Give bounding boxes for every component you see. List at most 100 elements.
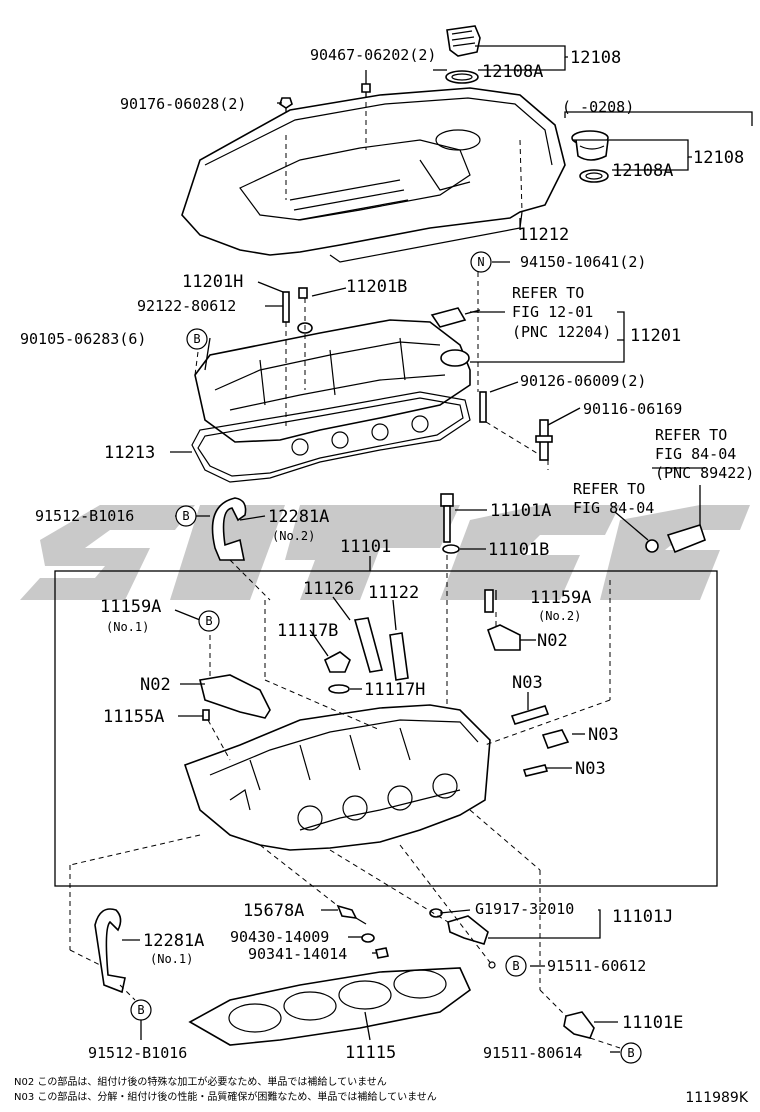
cylinder-head xyxy=(183,704,491,851)
svg-text:B: B xyxy=(627,1046,634,1060)
oil-pressure-sensor xyxy=(645,524,706,554)
diagram-id: 111989K xyxy=(685,1090,748,1106)
marker-b-90105: B xyxy=(186,328,208,350)
label-refer3-line1: REFER TO xyxy=(573,480,645,498)
marker-n-94150: N xyxy=(470,251,492,273)
dashed-guide-lines xyxy=(69,102,621,1049)
label-90430: 90430-14009 xyxy=(230,928,329,946)
oil-filler-cap-top xyxy=(446,25,481,57)
label-refer3-line2: FIG 84-04 xyxy=(573,499,654,517)
head-bolt-11101a xyxy=(440,493,454,543)
label-11155a: 11155A xyxy=(103,707,164,727)
label-12108-right: 12108 xyxy=(693,148,744,168)
cap-gasket-top xyxy=(445,70,479,84)
bolt-90126 xyxy=(479,391,487,423)
label-91512-top: 91512-B1016 xyxy=(35,507,134,525)
label-11101b: 11101B xyxy=(488,540,549,560)
label-refer2-line1: REFER TO xyxy=(655,426,727,444)
label-12281a-bottom: 12281A xyxy=(143,931,204,951)
label-g1917: G1917-32010 xyxy=(475,900,574,918)
washer-90430 xyxy=(361,933,375,943)
label-90341: 90341-14014 xyxy=(248,945,347,963)
label-n02-right: N02 xyxy=(537,631,568,651)
label-no1-a: (No.1) xyxy=(106,620,149,634)
bolt-91511-60612 xyxy=(488,961,496,969)
cylinder-head-gasket xyxy=(188,967,471,1046)
label-11101a: 11101A xyxy=(490,501,551,521)
label-91511-60612: 91511-60612 xyxy=(547,957,646,975)
engine-hanger-no2 xyxy=(211,497,247,561)
cylinder-head-cover xyxy=(194,319,471,443)
label-refer2-line3: (PNC 89422) xyxy=(655,464,754,482)
footnote-n02: N02 この部品は、組付け後の特殊な加工が必要なため、単品では補給していません xyxy=(14,1075,387,1088)
label-92122: 92122-80612 xyxy=(137,297,236,315)
label-no2-b: (No.2) xyxy=(538,609,581,623)
label-90176: 90176-06028(2) xyxy=(120,95,246,113)
label-11159a-right: 11159A xyxy=(530,588,591,608)
label-11213: 11213 xyxy=(104,443,155,463)
label-no2-a: (No.2) xyxy=(272,529,315,543)
label-90467: 90467-06202(2) xyxy=(310,46,436,64)
label-no1-b: (No.1) xyxy=(150,952,193,966)
label-90105: 90105-06283(6) xyxy=(20,330,146,348)
washer-11101b xyxy=(442,544,460,554)
svg-text:B: B xyxy=(205,614,212,628)
plug-11117b xyxy=(323,651,351,673)
label-94150: 94150-10641(2) xyxy=(520,253,646,271)
sensor-11101e xyxy=(563,1011,595,1039)
label-11122: 11122 xyxy=(368,583,419,603)
marker-b-91512-bottom: B xyxy=(130,999,152,1021)
label-90116: 90116-06169 xyxy=(583,400,682,418)
label-12108-top: 12108 xyxy=(570,48,621,68)
label-11117h: 11117H xyxy=(364,680,425,700)
label-11201h: 11201H xyxy=(182,272,243,292)
marker-b-91511-60612: B xyxy=(505,955,527,977)
oil-filler-cap-right xyxy=(571,130,609,161)
label-refer1-line3: (PNC 12204) xyxy=(512,323,611,341)
label-n03-c: N03 xyxy=(575,759,606,779)
engine-cover xyxy=(181,87,566,263)
label-n03-a: N03 xyxy=(512,673,543,693)
label-11201: 11201 xyxy=(630,326,681,346)
label-date-range: ( -0208) xyxy=(562,98,634,116)
sensor-15678a xyxy=(336,904,367,925)
label-91512-bottom: 91512-B1016 xyxy=(88,1044,187,1062)
camshaft-sensor-11101j xyxy=(447,915,489,945)
label-11201b: 11201B xyxy=(346,277,407,297)
dowel-pin-c xyxy=(522,764,549,777)
svg-text:B: B xyxy=(193,332,200,346)
label-15678a: 15678A xyxy=(243,901,304,921)
gasket-11117h xyxy=(328,684,350,694)
label-11115: 11115 xyxy=(345,1043,396,1063)
leader-lines xyxy=(122,45,753,1053)
dowel-pin-a xyxy=(510,705,550,725)
label-91511-80614: 91511-80614 xyxy=(483,1044,582,1062)
grommet-11201h xyxy=(298,287,308,299)
plug-90341 xyxy=(375,947,389,959)
label-refer2-line2: FIG 84-04 xyxy=(655,445,736,463)
label-11101j: 11101J xyxy=(612,907,673,927)
valve-guide-11122 xyxy=(389,632,409,681)
valve-guide-11126 xyxy=(353,617,384,673)
cap-gasket-right xyxy=(579,169,609,183)
label-n03-b: N03 xyxy=(588,725,619,745)
engine-hanger-no1 xyxy=(94,908,126,994)
label-11212: 11212 xyxy=(518,225,569,245)
label-11101: 11101 xyxy=(340,537,391,557)
marker-b-91511-80614: B xyxy=(620,1042,642,1064)
label-12281a-top: 12281A xyxy=(268,507,329,527)
label-12108a-right: 12108A xyxy=(612,161,673,181)
label-n02-left: N02 xyxy=(140,675,171,695)
label-11126: 11126 xyxy=(303,579,354,599)
stud-90116 xyxy=(535,419,553,461)
svg-text:B: B xyxy=(512,959,519,973)
label-12108a-top: 12108A xyxy=(482,62,543,82)
stud-92122 xyxy=(282,291,290,323)
svg-text:N: N xyxy=(477,255,484,269)
bolt-11159a-no2 xyxy=(484,589,494,613)
svg-text:B: B xyxy=(137,1003,144,1017)
footnote-n03: N03 この部品は、分解・組付け後の性能・品質確保が困難なため、単品では補給して… xyxy=(14,1090,437,1103)
cylinder-head-sub-assy-box xyxy=(54,570,718,887)
marker-b-91512-top: B xyxy=(175,505,197,527)
